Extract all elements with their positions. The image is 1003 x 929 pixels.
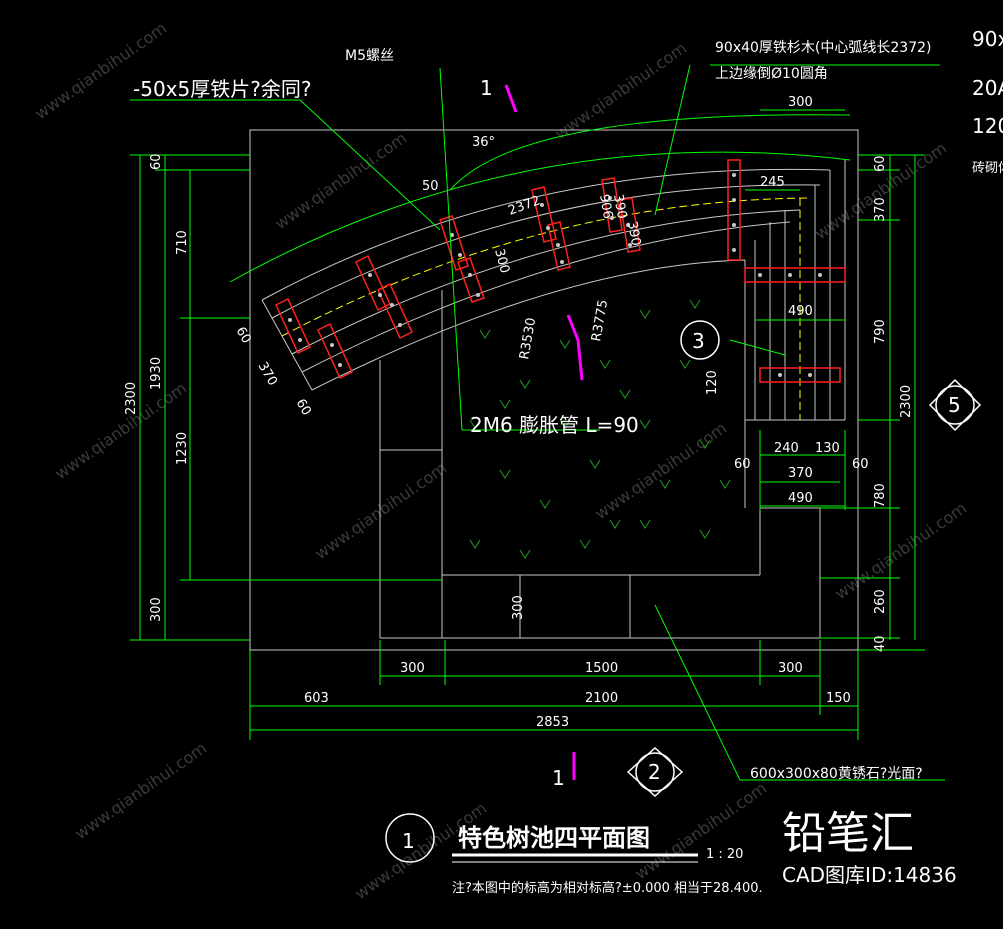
dim-left-300: 300 (149, 597, 164, 622)
drawing-title: 特色树池四平面图 (458, 824, 650, 852)
watermark: www.qianbihui.com (551, 38, 690, 143)
cut-right-text-4: 砖砌体 (972, 161, 1003, 176)
watermark: www.qianbihui.com (51, 378, 190, 483)
dim-120: 120 (705, 370, 720, 395)
dim-bottom-603: 603 (304, 691, 329, 706)
dim-r3775: R3775 (589, 299, 611, 343)
dim-left-710: 710 (175, 230, 190, 255)
detail-3-number: 3 (692, 329, 705, 353)
dim-right-2300: 2300 (899, 385, 914, 418)
stone-label: 600x300x80黄锈石?光面? (750, 765, 923, 782)
dim-370-arc: 370 (255, 360, 280, 389)
dim-390-b: 390 (624, 220, 643, 247)
dim-right-790: 790 (873, 319, 888, 344)
section-mark-bottom: 1 (552, 766, 565, 790)
detail-5-number: 5 (948, 393, 961, 417)
section-mark-top: 1 (480, 76, 493, 100)
dim-bottom-2100: 2100 (585, 691, 618, 706)
dim-right-60: 60 (873, 155, 888, 172)
outer-boundary (249, 129, 859, 651)
dim-60-arc: 60 (233, 325, 254, 347)
dim-bottom-300-a: 300 (400, 661, 425, 676)
cut-right-text-1: 90x (972, 27, 1003, 51)
section-cut-lines (504, 84, 584, 780)
dim-300-arc: 300 (491, 247, 512, 275)
iron-strip-label: -50x5厚铁片?余同? (133, 77, 311, 101)
dim-mid-300: 300 (511, 595, 526, 620)
watermark: www.qianbihui.com (71, 738, 210, 843)
dim-right-40: 40 (873, 635, 888, 652)
dim-50: 50 (422, 179, 439, 194)
dim-245: 245 (760, 175, 785, 190)
dim-130: 130 (815, 441, 840, 456)
dim-right-370: 370 (873, 197, 888, 222)
anchor-label: 2M6 膨胀管 L=90 (470, 413, 639, 437)
dim-60-arc2: 60 (293, 397, 314, 419)
dim-490-b: 490 (788, 491, 813, 506)
dim-left-1230: 1230 (175, 432, 190, 465)
dim-bottom-2853: 2853 (536, 715, 569, 730)
cut-right-text-3: 120 (972, 114, 1003, 138)
dim-490-a: 490 (788, 304, 813, 319)
cut-right-text-2: 20A (972, 76, 1003, 100)
dim-right-260: 260 (873, 589, 888, 614)
dim-left-1930: 1930 (149, 357, 164, 390)
dim-bottom-1500: 1500 (585, 661, 618, 676)
dim-bottom-300-b: 300 (778, 661, 803, 676)
watermark: www.qianbihui.com (311, 458, 450, 563)
plant-hatch (469, 299, 731, 559)
dimension-lines (130, 64, 945, 781)
dim-angle: 36° (472, 135, 495, 150)
detail-markers (385, 320, 982, 863)
edge-label: 上边缘倒Ø10圆角 (715, 66, 828, 82)
bolt-label: M5螺丝 (345, 48, 394, 64)
paving-blocks (379, 260, 821, 639)
dim-60-d: 60 (852, 457, 869, 472)
brand-id: CAD图库ID:14836 (782, 863, 957, 887)
dim-60-c: 60 (734, 457, 751, 472)
dim-300-top: 300 (788, 95, 813, 110)
dim-left-2300: 2300 (124, 382, 139, 415)
dim-240: 240 (774, 441, 799, 456)
dim-370-c: 370 (788, 466, 813, 481)
drawing-note: 注?本图中的标高为相对标高?±0.000 相当于28.400. (452, 880, 763, 896)
steel-strips (275, 159, 846, 383)
dim-390: 390 (610, 193, 629, 220)
drawing-scale: 1 : 20 (706, 847, 743, 862)
detail-2-number: 2 (648, 760, 661, 784)
watermark: www.qianbihui.com (31, 18, 170, 123)
dim-906: 906 (596, 193, 615, 220)
bolt-dots (288, 173, 822, 377)
watermark: www.qianbihui.com (811, 138, 950, 243)
watermark: www.qianbihui.com (831, 498, 970, 603)
title-number: 1 (402, 829, 415, 853)
wood-label: 90x40厚铁杉木(中心弧线长2372) (715, 40, 931, 56)
watermark: www.qianbihui.com (271, 128, 410, 233)
dim-r3530: R3530 (517, 317, 539, 361)
brand-logo-text: 铅笔汇 (782, 808, 914, 859)
dim-left-60: 60 (149, 153, 164, 170)
dim-right-780: 780 (873, 483, 888, 508)
dim-bottom-150: 150 (826, 691, 851, 706)
